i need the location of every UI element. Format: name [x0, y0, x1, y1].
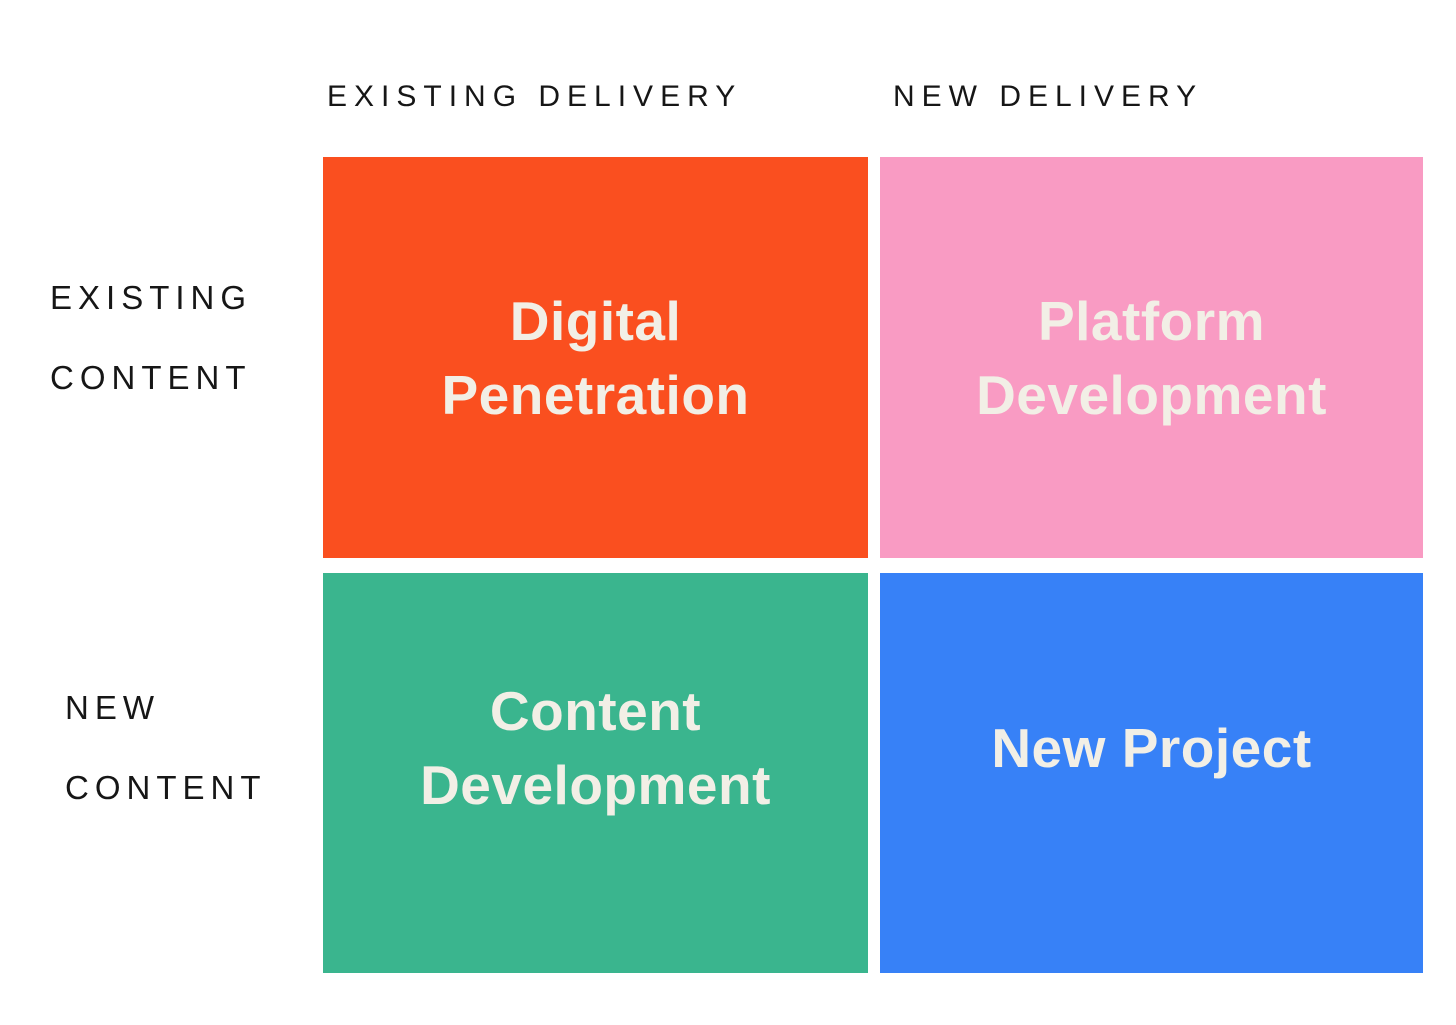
quadrant-platform-development: Platform Development — [880, 157, 1423, 558]
column-header-new-delivery: NEW DELIVERY — [893, 80, 1204, 113]
row-header-line: CONTENT — [65, 769, 267, 806]
row-header-line: NEW — [65, 689, 160, 726]
row-header-existing-content: EXISTING CONTENT — [50, 258, 252, 418]
quadrant-digital-penetration: Digital Penetration — [323, 157, 868, 558]
quadrant-content-development: Content Development — [323, 573, 868, 973]
quadrant-label: New Project — [991, 717, 1312, 779]
quadrant-label: Content Development — [420, 680, 771, 816]
row-header-line: CONTENT — [50, 359, 252, 396]
quadrant-label: Digital Penetration — [441, 289, 750, 426]
column-header-existing-delivery: EXISTING DELIVERY — [327, 80, 743, 113]
quadrant-new-project: New Project — [880, 573, 1423, 973]
row-header-line: EXISTING — [50, 279, 253, 316]
quadrant-label: Platform Development — [976, 289, 1327, 426]
quadrant-grid: Digital Penetration Platform Development… — [323, 157, 1423, 973]
row-header-new-content: NEW CONTENT — [65, 668, 267, 828]
